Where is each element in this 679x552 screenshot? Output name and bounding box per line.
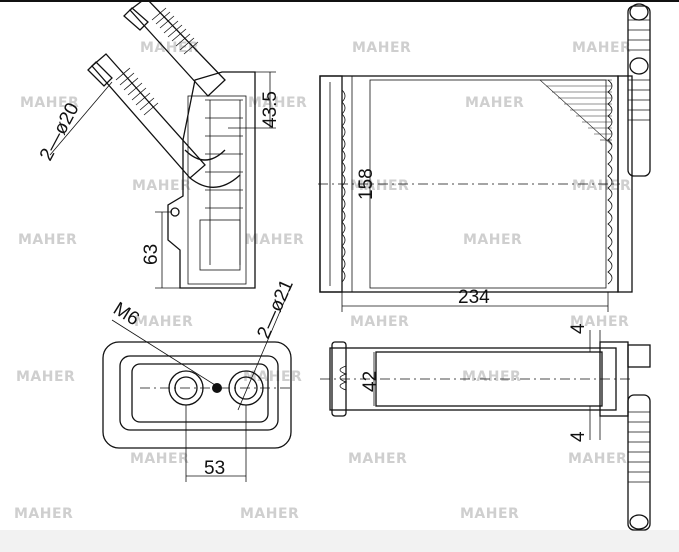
watermark: MAHER: [463, 232, 522, 248]
watermark: MAHER: [140, 40, 199, 56]
top-view: 42 4 4: [320, 323, 651, 531]
watermark: MAHER: [568, 451, 627, 467]
dim-tank-offsets: 4 4: [568, 323, 601, 442]
port-thread-hole: [212, 383, 222, 393]
watermark: MAHER: [352, 40, 411, 56]
dim-core-height: 158: [351, 76, 377, 292]
label-port-spacing: 53: [204, 458, 225, 479]
label-tank-top: 4: [568, 323, 589, 334]
top-left-tank-clips: [339, 365, 348, 391]
label-core-depth: 42: [360, 371, 381, 392]
front-left-tank-bumps: [329, 82, 346, 286]
label-flange-height: 43.5: [260, 91, 281, 128]
leader-pipe-diameter: [49, 81, 113, 156]
watermark: MAHER: [134, 314, 193, 330]
port-flange-rim: [119, 355, 279, 431]
port-flange-outer: [102, 341, 292, 449]
watermark: MAHER: [465, 95, 524, 111]
label-port-diameter: 2—ø21: [253, 277, 298, 342]
side-mount-hole: [170, 207, 180, 217]
label-mount-height: 63: [141, 244, 162, 265]
watermark: MAHER: [460, 506, 519, 522]
watermark: MAHER: [132, 178, 191, 194]
leader-thread: [111, 319, 216, 386]
side-lower-pipe: [87, 53, 241, 188]
watermark: MAHER: [243, 369, 302, 385]
watermark: MAHER: [350, 178, 409, 194]
watermark: MAHER: [20, 95, 79, 111]
side-upper-pipe: [123, 0, 226, 97]
watermark: MAHER: [570, 314, 629, 330]
watermark: MAHER: [14, 506, 73, 522]
watermark: MAHER: [16, 369, 75, 385]
top-right-pipes: [627, 344, 651, 531]
front-right-pipes: [627, 3, 651, 177]
label-core-height: 158: [356, 168, 377, 200]
watermark: MAHER: [248, 95, 307, 111]
port-flange-inner: [131, 363, 269, 423]
dim-mount-height: 63: [141, 211, 182, 289]
dim-core-depth: 42: [360, 352, 381, 406]
front-fins-hatch: [539, 79, 613, 146]
watermark: MAHER: [348, 451, 407, 467]
side-ribs: [199, 99, 243, 271]
dim-flange-height: 43.5: [228, 71, 281, 129]
leader-port-diameter: [237, 287, 291, 411]
watermark: MAHER: [462, 369, 521, 385]
watermark: MAHER: [18, 232, 77, 248]
watermark: MAHER: [240, 506, 299, 522]
label-tank-bottom: 4: [568, 431, 589, 442]
dim-core-width: 234: [341, 287, 609, 312]
watermark-group: MAHER MAHER MAHER MAHER MAHER MAHER MAHE…: [14, 40, 631, 522]
label-core-width: 234: [458, 287, 490, 308]
watermark: MAHER: [572, 40, 631, 56]
frame-bottom-band: [0, 530, 679, 552]
side-tank-inner: [187, 95, 247, 285]
watermark: MAHER: [245, 232, 304, 248]
front-view: 158 234: [318, 3, 651, 312]
watermark: MAHER: [572, 178, 631, 194]
dim-port-spacing: 53: [185, 405, 247, 482]
watermark: MAHER: [130, 451, 189, 467]
watermark: MAHER: [350, 314, 409, 330]
